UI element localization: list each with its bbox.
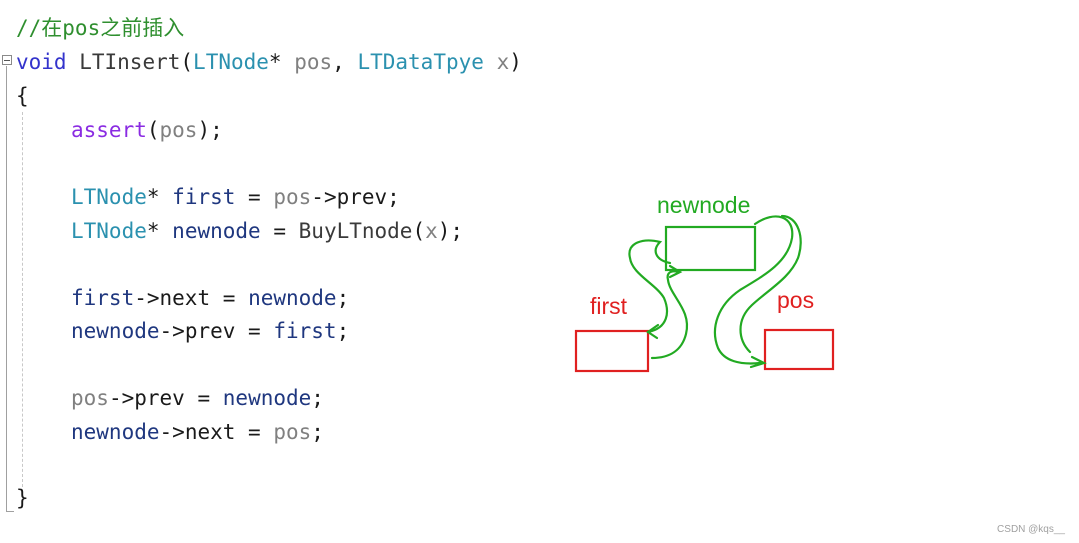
arrow-op: ->: [108, 386, 135, 410]
semicolon: ;: [311, 420, 324, 444]
assign-op: =: [248, 319, 261, 343]
assert-arg: pos: [159, 118, 198, 142]
member-name: prev: [184, 319, 236, 343]
call-open: (: [412, 219, 426, 243]
open-paren: (: [180, 50, 194, 74]
first-node-box: [574, 329, 650, 373]
diagram-svg: [574, 214, 835, 373]
function-name: LTInsert: [79, 50, 181, 74]
fold-guide-line: [6, 66, 7, 512]
first-declaration: LTNode* first = pos->prev;: [16, 181, 400, 213]
type-name: LTNode: [71, 185, 147, 209]
code-editor: //在pos之前插入 void LTInsert(LTNode* pos, LT…: [2, 16, 522, 512]
pointer-star: *: [146, 219, 160, 243]
assign-op: =: [248, 185, 261, 209]
object-name: pos: [71, 386, 109, 410]
close-paren: ): [509, 50, 522, 74]
newnode-declaration: LTNode* newnode = BuyLTnode(x);: [16, 215, 463, 247]
linked-list-diagram: newnode first pos: [560, 180, 860, 390]
assert-close: );: [197, 118, 223, 142]
assert-statement: assert(pos);: [16, 114, 223, 146]
call-close: );: [437, 219, 464, 243]
first-label: first: [590, 293, 628, 319]
function-signature: void LTInsert(LTNode* pos, LTDataTpye x): [16, 46, 522, 78]
value-name: newnode: [222, 386, 312, 410]
var-name: newnode: [172, 219, 261, 243]
newnode-next-arrowhead: [749, 355, 767, 369]
type-name: LTNode: [71, 219, 147, 243]
code-comment: //在pos之前插入: [16, 16, 185, 40]
close-brace: }: [16, 486, 29, 510]
member-name: next: [159, 286, 211, 310]
value-name: first: [273, 319, 337, 343]
assign-op: =: [273, 219, 286, 243]
first-next-arrow: [650, 270, 689, 360]
newnode-next-arrow: [713, 215, 794, 365]
arrow-op: ->: [311, 185, 337, 209]
arrow-op: ->: [159, 319, 185, 343]
member-name: prev: [134, 386, 185, 410]
pointer-star: *: [146, 185, 160, 209]
value-name: pos: [273, 420, 312, 444]
newnode-box: [664, 225, 757, 272]
indent-guide: [22, 112, 23, 487]
value-name: newnode: [248, 286, 337, 310]
call-function: BuyLTnode: [298, 219, 413, 243]
newnode-prev-arrowhead: [646, 323, 660, 340]
object-name: newnode: [71, 319, 160, 343]
arrow-op: ->: [159, 420, 185, 444]
newnode-prev-arrow: [628, 239, 672, 334]
statement-pos-prev: pos->prev = newnode;: [16, 382, 324, 414]
param2-name: x: [496, 50, 510, 74]
call-arg: x: [425, 219, 438, 243]
semicolon: ;: [336, 319, 350, 343]
var-name: first: [172, 185, 236, 209]
statement-newnode-prev: newnode->prev = first;: [16, 315, 349, 347]
first-next-arrowhead: [668, 264, 683, 279]
pointer-star: *: [268, 50, 282, 74]
fold-guide-end: [6, 511, 14, 512]
pos-node-box: [763, 328, 835, 371]
keyword-void: void: [16, 50, 67, 74]
assign-op: =: [222, 286, 236, 310]
pos-prev-arrow: [739, 214, 802, 354]
newnode-label: newnode: [657, 192, 751, 218]
assert-macro: assert: [71, 118, 147, 142]
semicolon: ;: [387, 185, 400, 209]
statement-newnode-next: newnode->next = pos;: [16, 416, 324, 448]
arrow-op: ->: [134, 286, 160, 310]
assert-open: (: [146, 118, 160, 142]
watermark: CSDN @kqs__: [997, 524, 1065, 535]
object-name: newnode: [71, 420, 160, 444]
assign-op: =: [248, 420, 261, 444]
assign-op: =: [197, 386, 211, 410]
member-name: next: [184, 420, 236, 444]
semicolon: ;: [311, 386, 324, 410]
open-brace: {: [16, 84, 29, 108]
member-name: prev: [336, 185, 388, 209]
semicolon: ;: [336, 286, 350, 310]
object-name: pos: [273, 185, 312, 209]
statement-first-next: first->next = newnode;: [16, 282, 349, 314]
pos-label: pos: [777, 287, 815, 313]
collapse-toggle-icon[interactable]: [2, 55, 12, 65]
param2-type: LTDataTpye: [357, 50, 484, 74]
param1-type: LTNode: [193, 50, 269, 74]
param1-name: pos: [294, 50, 333, 74]
object-name: first: [71, 286, 135, 310]
comma: ,: [332, 50, 345, 74]
